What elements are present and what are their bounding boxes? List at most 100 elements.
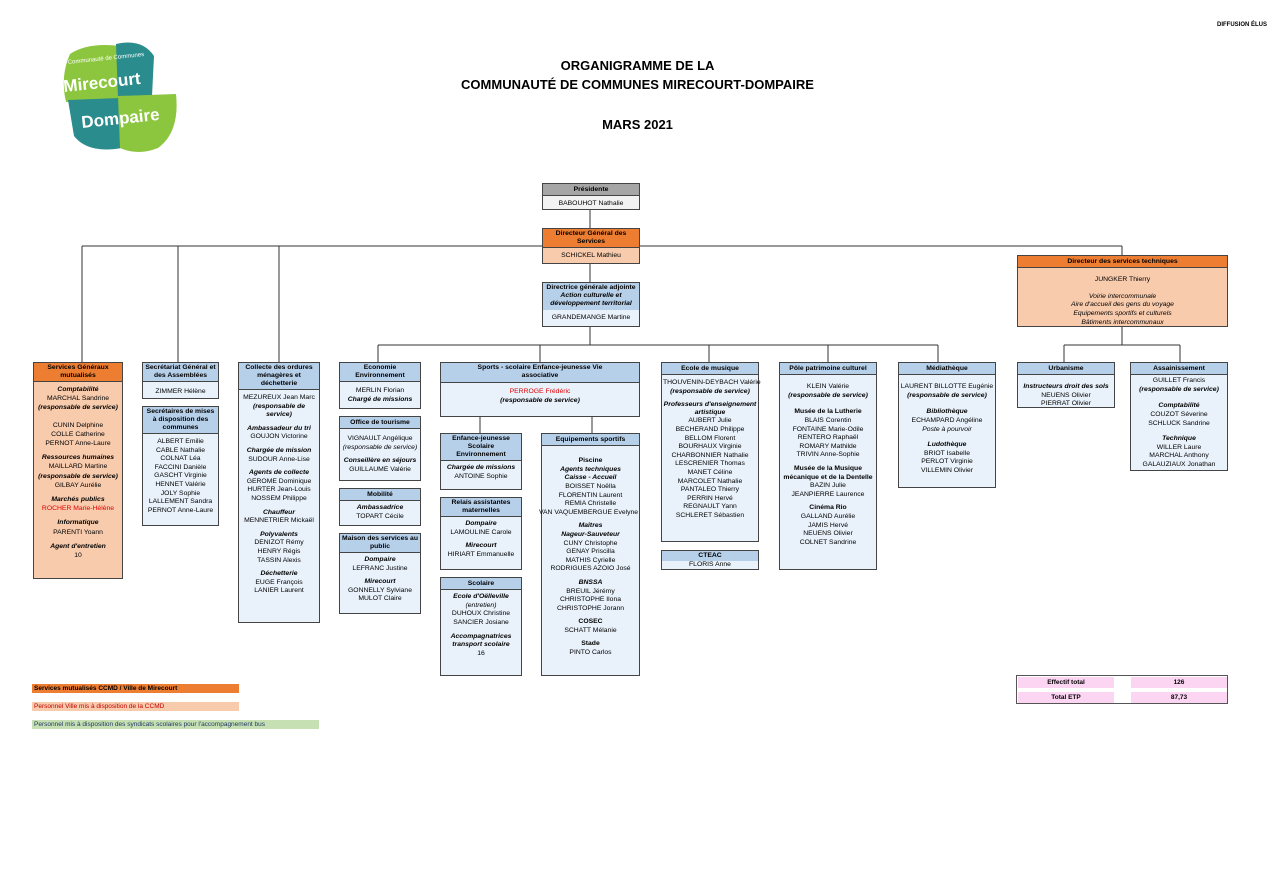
dga-sub: Action culturelle et développement terri… — [543, 292, 639, 310]
person-name: NOSSEM Philippe — [251, 494, 307, 502]
person-name: LESCRENIER Thomas — [675, 460, 745, 468]
enfance-box: Enfance-jeunesse Scolaire Environnement … — [440, 433, 522, 490]
person-name: BOISSET Noëlla — [565, 482, 616, 490]
office-tourisme-box: Office de tourisme VIGNAULT Angélique (r… — [339, 416, 421, 481]
mediatheque-title: Médiathèque — [899, 363, 995, 376]
section-label: Caisse - Accueil — [564, 474, 617, 482]
person-name: MERLIN Florian — [355, 387, 405, 394]
person-name: ECHAMPARD Angéline — [911, 416, 983, 424]
person-name: MARCHAL Anthony — [1149, 452, 1209, 460]
cteac-title: CTEAC — [662, 551, 758, 561]
person-name: PERNOT Anne-Laure — [147, 506, 214, 514]
legend-personnel-ville: Personnel Ville mis à disposition de la … — [32, 702, 239, 711]
person-name: GALAUZIAUX Jonathan — [1142, 460, 1216, 468]
equipements-box: Equipements sportifs Piscine Agents tech… — [539, 433, 640, 676]
assainissement-title: Assainissement — [1131, 363, 1227, 376]
section-label: Piscine — [578, 457, 603, 465]
responsable-label: (responsable de service) — [500, 396, 580, 404]
scolaire-box: Scolaire Ecole d'Oëlleville (entretien) … — [440, 577, 522, 676]
person-name: GEROME Dominique — [246, 477, 312, 485]
person-name: SCHATT Mélanie — [564, 626, 617, 634]
person-name: CUNIN Delphine — [52, 421, 104, 429]
logo-graphic: Communauté de Communes Mirecourt Dompair… — [62, 42, 177, 152]
person-name: WILLER Laure — [1156, 443, 1202, 451]
collecte-box: Collecte des ordures ménagères et déchet… — [238, 362, 320, 623]
person-name: LEFRANC Justine — [352, 564, 408, 572]
ccmd-logo: Communauté de Communes Mirecourt Dompair… — [58, 36, 178, 158]
section-label: Musée de la Lutherie — [794, 408, 862, 416]
person-name: FONTAINE Marie-Odile — [792, 425, 864, 433]
person-name: ROCHER Marie-Hélène — [41, 505, 115, 513]
person-name: CHRISTOPHE Ilona — [559, 596, 622, 604]
person-name: GONNELLY Sylviane — [348, 586, 412, 594]
musique-box: Ecole de musique THOUVENIN-DEYBACH Valér… — [661, 362, 761, 542]
dst-box: Directeur des services techniques JUNGKE… — [1017, 255, 1228, 327]
person-name: REGNAULT Yann — [683, 503, 737, 511]
section-label: Dompaire — [364, 556, 396, 563]
maison-services-box: Maison des services au public Dompaire L… — [339, 533, 421, 614]
secretariat-title: Secrétariat Général et des Assemblées — [143, 363, 218, 382]
section-label: Agents de collecte — [248, 469, 310, 477]
section-label: BNSSA — [578, 578, 603, 586]
person-name: COLNAT Léa — [160, 455, 201, 463]
economie-box: Economie Environnement MERLIN Florian Ch… — [339, 362, 421, 409]
person-name: SUDOUR Anne-Lise — [248, 455, 310, 463]
effectif-value: 126 — [1131, 677, 1227, 688]
dga-name: GRANDEMANGE Martine — [551, 314, 631, 321]
section-sub: (entretien) — [465, 601, 497, 609]
secretariat-box: Secrétariat Général et des Assemblées ZI… — [142, 362, 219, 399]
person-name: COUZOT Séverine — [1150, 410, 1208, 418]
person-name: CUNY Christophe — [563, 539, 618, 547]
dgs-name: SCHICKEL Mathieu — [543, 248, 639, 262]
person-name: VILLEMIN Olivier — [920, 466, 974, 474]
section-label: Informatique — [57, 519, 99, 527]
person-name: GUILLET Francis — [1152, 377, 1206, 385]
person-name: VAN VAQUEMBERGUE Evelyne — [539, 508, 639, 516]
presidente-box: Présidente BABOUHOT Nathalie — [542, 183, 640, 210]
patrimoine-box: Pôle patrimoine culturel KLEIN Valérie (… — [779, 362, 877, 570]
sports-box: Sports - scolaire Enfance-jeunesse Vie a… — [440, 362, 640, 417]
person-name: VIGNAULT Angélique — [347, 435, 413, 443]
person-name: EUGE François — [255, 578, 303, 586]
person-name: GALLAND Aurélie — [800, 512, 856, 520]
person-name: PERROGE Frédéric — [509, 388, 571, 395]
section-label: Mirecourt — [364, 578, 396, 586]
person-name: LAMOULINE Carole — [450, 528, 512, 536]
section-label: Mirecourt — [465, 542, 497, 550]
person-name: TRIVIN Anne-Sophie — [796, 451, 860, 459]
dst-name: JUNGKER Thierry — [1094, 276, 1151, 284]
section-label: Ambassadeur du tri — [247, 424, 311, 432]
relais-box: Relais assistantes maternelles Dompaire … — [440, 497, 522, 570]
dgs-box: Directeur Général des Services SCHICKEL … — [542, 228, 640, 264]
cteac-box: CTEAC FLORIS Anne — [661, 550, 759, 570]
responsable-label: (responsable de service) — [1139, 385, 1219, 393]
person-name: PARENTI Yoann — [53, 528, 103, 536]
section-label: Ecole d'Oëlleville — [453, 593, 509, 601]
vacancy-label: Poste à pourvoir — [922, 425, 972, 433]
assainissement-box: Assainissement GUILLET Francis (responsa… — [1130, 362, 1228, 471]
section-label: Chauffeur — [263, 508, 295, 516]
person-name: MULOT Claire — [358, 595, 402, 603]
maison-title: Maison des services au public — [340, 534, 420, 553]
dst-item: Bâtiments intercommunaux — [1081, 318, 1164, 326]
person-name: MARCHAL Sandrine — [46, 395, 110, 403]
responsable-label: (responsable de service) — [252, 402, 306, 419]
person-name: THOUVENIN-DEYBACH Valérie — [663, 379, 761, 387]
enfance-title: Enfance-jeunesse Scolaire Environnement — [441, 434, 521, 461]
dst-title: Directeur des services techniques — [1018, 256, 1227, 269]
person-name: GENAY Priscilla — [566, 548, 615, 556]
urbanisme-box: Urbanisme Instructeurs droit des sols NE… — [1017, 362, 1115, 408]
person-name: SCHLERET Sébastien — [675, 511, 745, 519]
collecte-title: Collecte des ordures ménagères et déchet… — [239, 363, 319, 390]
person-name: BREUIL Jérémy — [566, 587, 615, 595]
person-name: SANCIER Josiane — [453, 618, 509, 626]
equipements-title: Equipements sportifs — [542, 434, 639, 447]
diffusion-label: DIFFUSION ÉLUS — [1216, 22, 1267, 28]
secretaires-title: Secrétaires de mises à disposition des c… — [143, 407, 218, 434]
presidente-name: BABOUHOT Nathalie — [543, 196, 639, 210]
totals-box: Effectif total 126 Total ETP 87,73 — [1016, 675, 1228, 704]
person-name: SCHLUCK Sandrine — [1148, 419, 1210, 427]
person-name: COLLE Catherine — [51, 430, 105, 438]
section-label: Nageur-Sauveteur — [561, 530, 620, 538]
person-name: REMIA Christelle — [564, 500, 617, 508]
